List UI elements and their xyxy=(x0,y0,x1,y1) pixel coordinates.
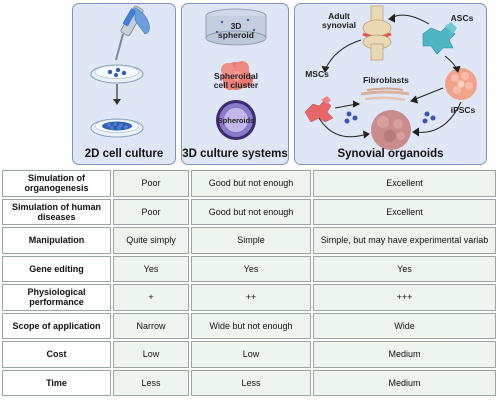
cell-organoid: Simple, but may have experimental variab xyxy=(313,227,496,254)
cell-3d: Good but not enough xyxy=(191,198,311,225)
petri-dish-icon xyxy=(90,64,144,84)
spheroids-icon xyxy=(216,100,256,140)
cell-3d: Good but not enough xyxy=(191,170,311,197)
petri-dish-confluent-icon xyxy=(90,118,144,138)
panel-title: Synovial organoids xyxy=(337,148,444,160)
panel-title: 2D cell culture xyxy=(84,148,164,160)
row-label: Time xyxy=(2,369,111,396)
panel-3d-culture-systems: 3D spheroid Spheroidal cell cluster Sphe… xyxy=(181,3,289,165)
down-arrow-icon xyxy=(113,84,121,105)
cell-3d: Simple xyxy=(191,227,311,254)
2d-culture-illustration xyxy=(90,5,150,138)
cell-3d: Yes xyxy=(191,255,311,282)
table-row: Time Less Less Medium xyxy=(2,369,496,396)
cell-organoid: +++ xyxy=(313,284,496,311)
cell-organoid: Yes xyxy=(313,255,496,282)
table-row: Simulation of organogenesis Poor Good bu… xyxy=(2,170,496,197)
row-label: Manipulation xyxy=(2,227,111,254)
mscs-label: MSCs xyxy=(305,69,329,79)
cell-organoid: Excellent xyxy=(313,170,496,197)
panel-2d-cell-culture: 2D cell culture xyxy=(72,3,176,165)
table-row: Gene editing Yes Yes Yes xyxy=(2,255,496,282)
fibroblasts-icon xyxy=(360,87,410,102)
row-label: Scope of application xyxy=(2,312,111,339)
adult-synovial-label: Adult synovial xyxy=(321,11,357,30)
panel-synovial-organoids: Adult synovial ASCs MSCs Fibroblasts iPS… xyxy=(294,3,487,165)
table-row: Scope of application Narrow Wide but not… xyxy=(2,312,496,339)
table-row: Manipulation Quite simply Simple Simple,… xyxy=(2,227,496,254)
table-row: Cost Low Low Medium xyxy=(2,341,496,368)
mscs-cells-icon xyxy=(304,96,334,123)
cell-organoid: Excellent xyxy=(313,198,496,225)
synovial-organoid-icon xyxy=(371,110,411,150)
cell-organoid: Medium xyxy=(313,369,496,396)
ipscs-icon xyxy=(445,68,477,100)
row-label: Cost xyxy=(2,341,111,368)
row-label: Gene editing xyxy=(2,255,111,282)
arrows-icon xyxy=(318,13,462,139)
cell-3d: Less xyxy=(191,369,311,396)
fibroblasts-label: Fibroblasts xyxy=(363,75,409,85)
knee-joint-icon xyxy=(362,5,392,61)
cell-3d: ++ xyxy=(191,284,311,311)
cell-2d: Less xyxy=(113,369,189,396)
spheroids-label: Spheroids xyxy=(217,116,255,125)
ascs-cells-icon xyxy=(422,22,457,55)
row-label: Simulation of organogenesis xyxy=(2,170,111,197)
spheroidal-cell-cluster-icon xyxy=(221,61,253,90)
row-label: Simulation of human diseases xyxy=(2,198,111,225)
cell-3d: Low xyxy=(191,341,311,368)
table-row: Physiological performance + ++ +++ xyxy=(2,284,496,311)
cell-3d: Wide but not enough xyxy=(191,312,311,339)
cell-2d: Quite simply xyxy=(113,227,189,254)
cell-2d: Poor xyxy=(113,198,189,225)
row-label: Physiological performance xyxy=(2,284,111,311)
cell-organoid: Medium xyxy=(313,341,496,368)
3d-culture-illustration xyxy=(205,8,267,140)
panel-title: 3D culture systems xyxy=(182,148,288,160)
comparison-table: Simulation of organogenesis Poor Good bu… xyxy=(2,170,496,398)
spheroid-3d-label: 3D spheroid xyxy=(218,21,254,40)
table-row: Simulation of human diseases Poor Good b… xyxy=(2,198,496,225)
ipscs-label: iPSCs xyxy=(450,105,476,115)
cell-2d: Low xyxy=(113,341,189,368)
pipette-icon xyxy=(115,5,150,61)
spheroid-gel-icon xyxy=(205,8,267,46)
synovial-organoid-illustration xyxy=(304,5,477,150)
small-molecules-icon xyxy=(344,111,436,124)
cell-2d: Yes xyxy=(113,255,189,282)
cell-2d: Narrow xyxy=(113,312,189,339)
ascs-label: ASCs xyxy=(450,13,474,23)
cell-organoid: Wide xyxy=(313,312,496,339)
cell-cluster-label: Spheroidal cell cluster xyxy=(213,71,259,90)
cell-2d: + xyxy=(113,284,189,311)
cell-2d: Poor xyxy=(113,170,189,197)
